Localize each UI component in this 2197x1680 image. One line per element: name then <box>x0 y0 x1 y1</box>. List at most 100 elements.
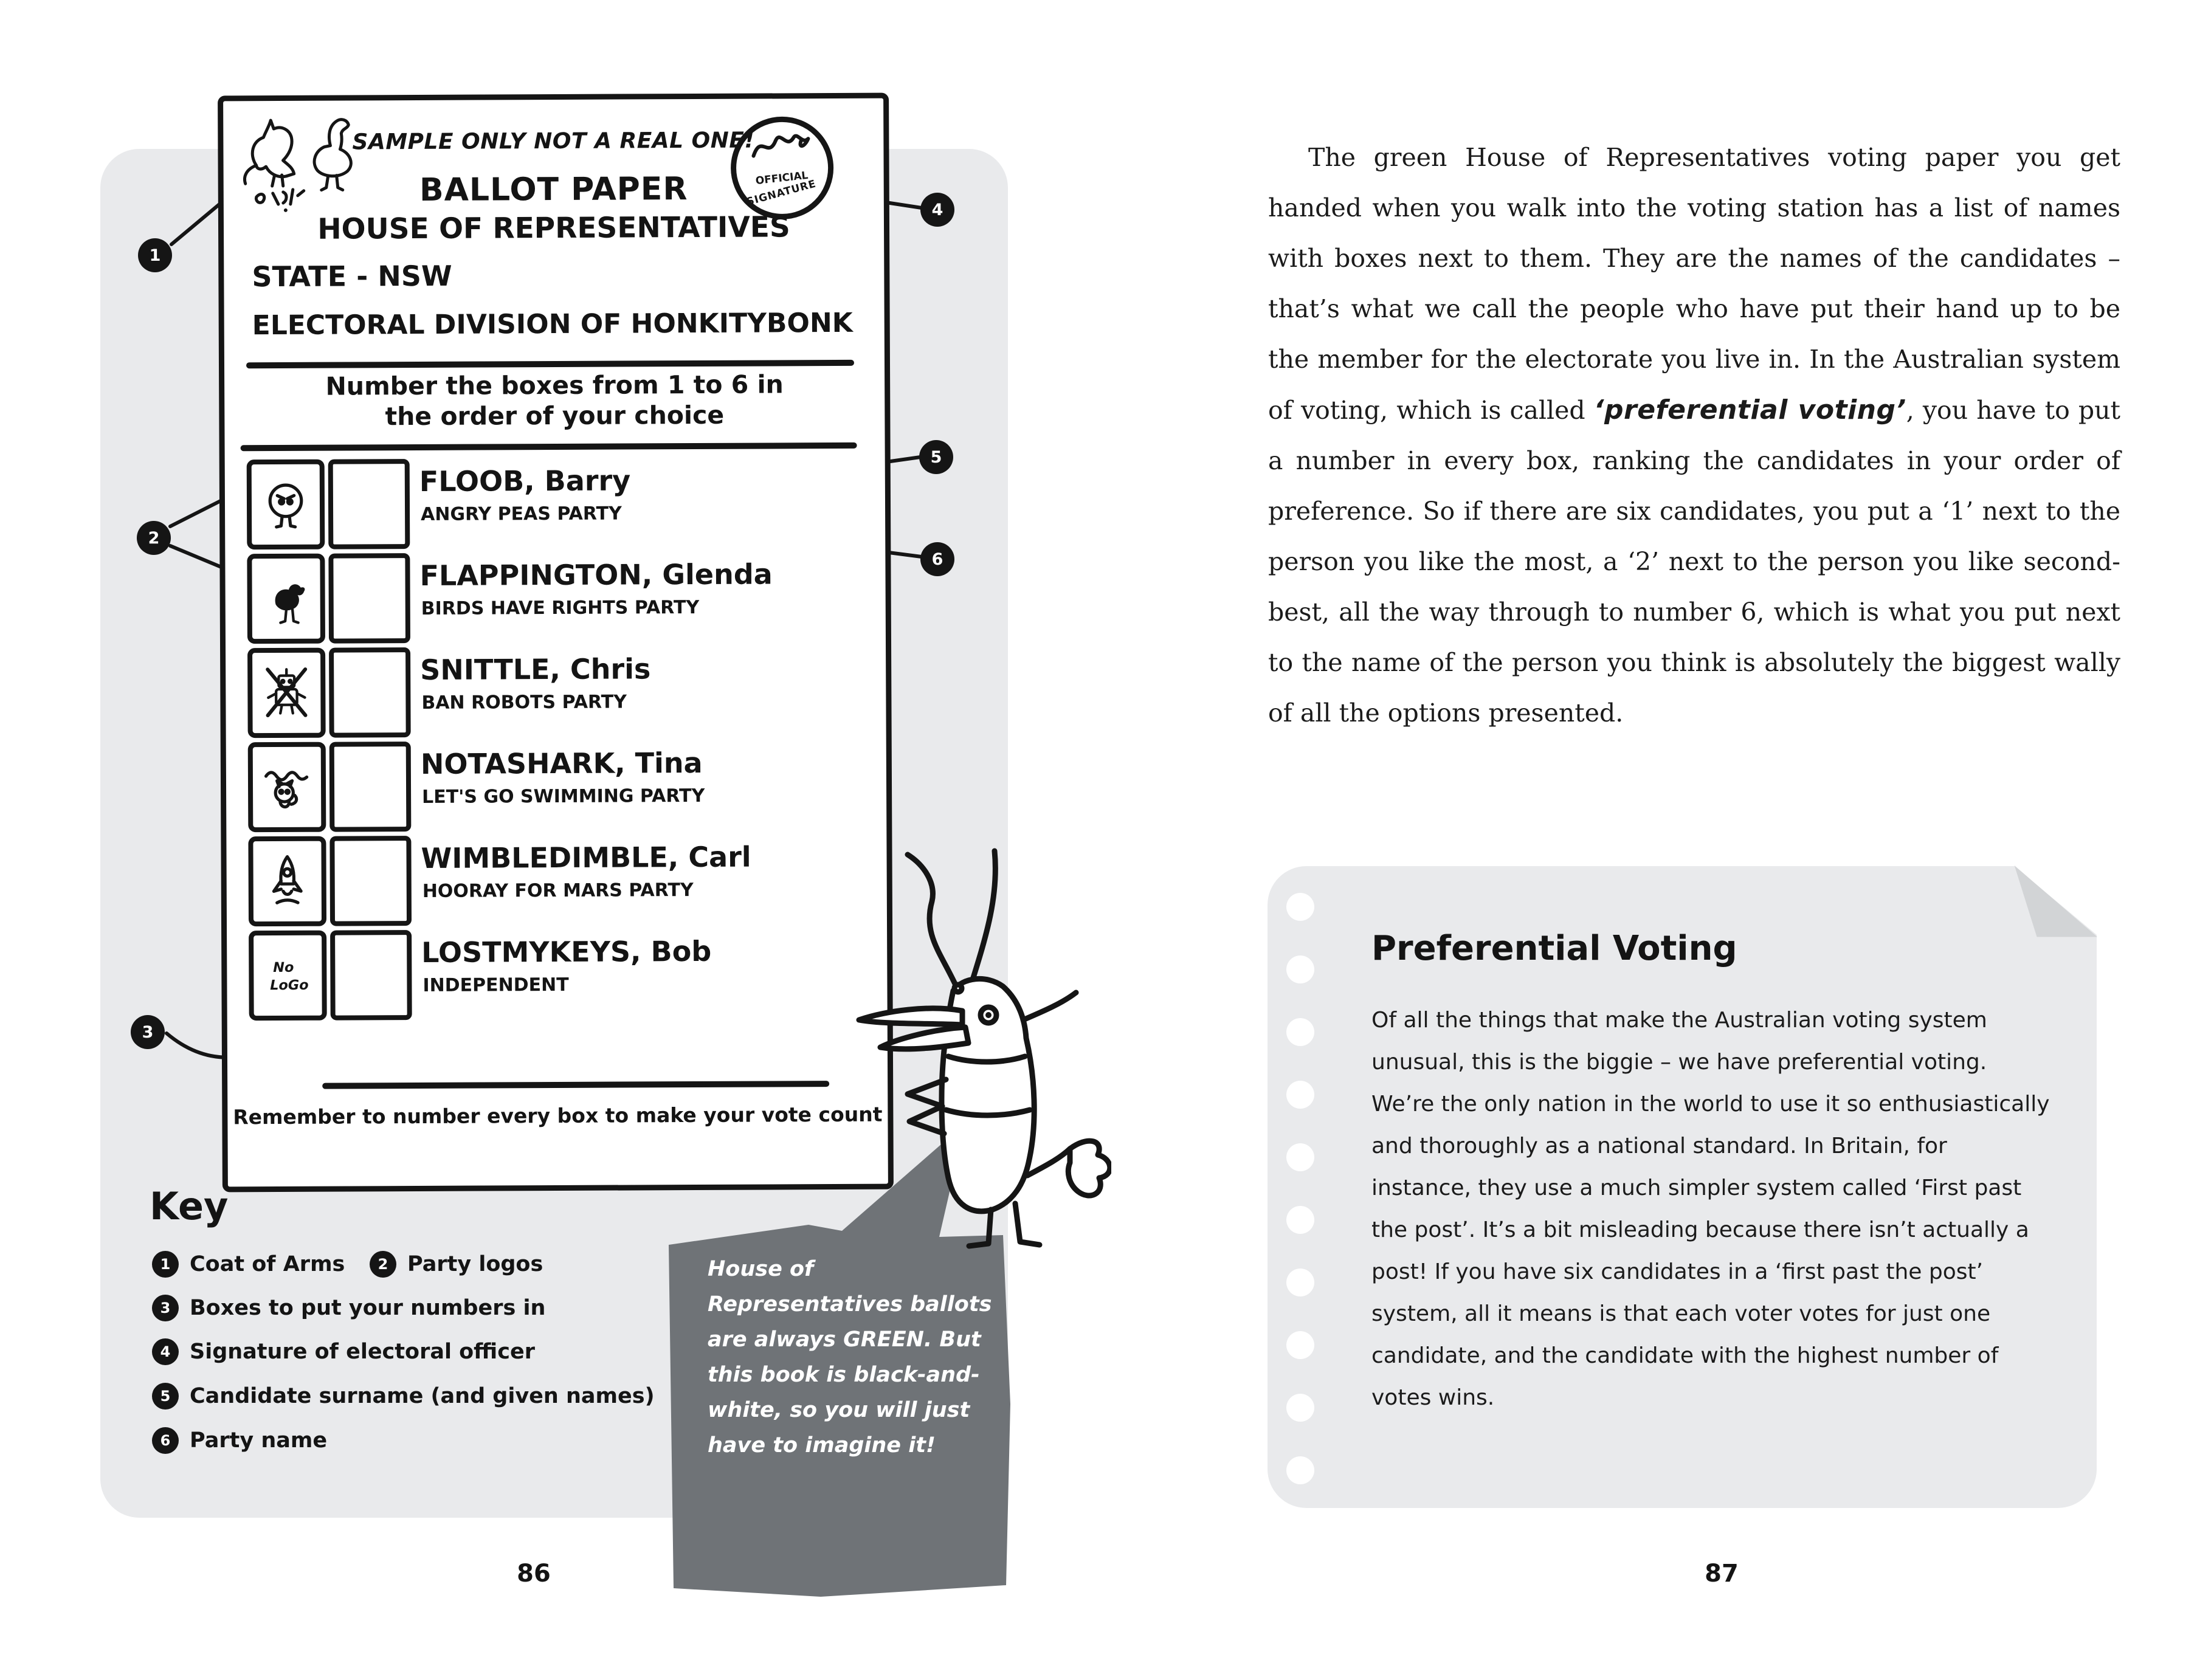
callout-4-badge: 4 <box>920 193 954 227</box>
key-number-badge: 6 <box>152 1427 179 1454</box>
binder-hole-icon <box>1286 1331 1314 1359</box>
callout-6-badge: 6 <box>920 542 954 576</box>
binder-hole-icon <box>1286 1394 1314 1422</box>
vote-number-box[interactable] <box>329 742 412 832</box>
ballot-division-line: ELECTORAL DIVISION OF HONKITYBONK <box>252 307 853 342</box>
key-item: 2 Party logos <box>370 1251 543 1278</box>
key-item: 3 Boxes to put your numbers in <box>152 1295 545 1321</box>
binder-hole-icon <box>1286 1143 1314 1171</box>
candidate-row: WIMBLEDIMBLE, Carl HOORAY FOR MARS PARTY <box>248 834 865 927</box>
binder-hole-icon <box>1286 1269 1314 1296</box>
svg-text:No: No <box>273 960 294 976</box>
speech-bubble <box>669 1123 1010 1597</box>
candidate-name: NOTASHARK, Tina <box>420 746 703 780</box>
key-item-label: Party name <box>190 1428 328 1453</box>
key-item: 6 Party name <box>152 1427 327 1454</box>
prawn-mascot-icon <box>856 848 1111 1249</box>
speech-bubble-text-line: have to imagine it! <box>708 1433 936 1458</box>
key-number-badge: 3 <box>152 1295 179 1321</box>
key-heading: Key <box>150 1184 229 1228</box>
binder-hole-icon <box>1286 1081 1314 1109</box>
key-item-label: Boxes to put your numbers in <box>190 1296 546 1320</box>
svg-text:LoGo: LoGo <box>270 977 308 993</box>
paragraph-text: The green House of Representatives votin… <box>1268 143 2120 425</box>
no-logo-icon: No LoGo <box>270 960 308 993</box>
party-name: LET'S GO SWIMMING PARTY <box>422 785 705 808</box>
callout-3-badge: 3 <box>131 1015 165 1049</box>
party-name: BIRDS HAVE RIGHTS PARTY <box>421 596 700 619</box>
vote-number-box[interactable] <box>328 553 411 644</box>
ballot-divider <box>322 1081 830 1089</box>
coat-of-arms-icon <box>243 118 353 212</box>
vote-number-box[interactable] <box>330 930 412 1021</box>
candidate-name: LOSTMYKEYS, Bob <box>421 934 712 969</box>
speech-bubble-text-line: are always GREEN. But <box>708 1327 981 1352</box>
key-item: 4 Signature of electoral officer <box>152 1338 535 1365</box>
candidate-row: SNITTLE, Chris BAN ROBOTS PARTY <box>247 645 864 738</box>
speech-bubble-text-line: Representatives ballots <box>708 1292 992 1317</box>
party-name: HOORAY FOR MARS PARTY <box>422 880 694 902</box>
key-item: 1 Coat of Arms <box>152 1251 345 1278</box>
sample-ballot-paper: SAMPLE ONLY NOT A REAL ONE! OFFICIAL SIG… <box>218 92 894 1193</box>
party-name: INDEPENDENT <box>422 974 569 996</box>
party-logo-box <box>246 459 325 550</box>
key-item-label: Candidate surname (and given names) <box>190 1384 655 1408</box>
candidate-name: WIMBLEDIMBLE, Carl <box>421 840 751 875</box>
binder-hole-icon <box>1286 1018 1314 1046</box>
callout-2-badge: 2 <box>137 521 171 555</box>
candidate-name: SNITTLE, Chris <box>420 652 651 686</box>
rocket-icon <box>272 855 303 904</box>
page-number-left: 86 <box>517 1560 551 1588</box>
paragraph-text: , you have to put a number in every box,… <box>1268 396 2121 728</box>
ballot-divider <box>240 442 857 452</box>
binder-hole-icon <box>1286 1456 1314 1484</box>
signature-scribble-icon <box>751 134 810 158</box>
key-number-badge: 4 <box>152 1338 179 1365</box>
party-name: BAN ROBOTS PARTY <box>421 691 627 714</box>
official-signature-stamp: OFFICIAL SIGNATURE <box>731 116 834 219</box>
vote-number-box[interactable] <box>329 836 412 926</box>
binder-hole-icon <box>1286 893 1314 921</box>
speech-bubble-text-line: white, so you will just <box>708 1398 970 1422</box>
bird-icon <box>275 584 305 624</box>
binder-hole-icon <box>1286 955 1314 983</box>
binder-hole-icon <box>1286 1206 1314 1234</box>
key-number-badge: 5 <box>152 1383 179 1410</box>
key-item-label: Coat of Arms <box>190 1252 345 1276</box>
ballot-instructions-line2: the order of your choice <box>385 400 725 432</box>
ballot-instructions-line1: Number the boxes from 1 to 6 in <box>325 370 784 401</box>
speech-bubble-text-line: House of <box>708 1257 814 1281</box>
page-number-right: 87 <box>1705 1560 1739 1588</box>
note-body-text: Of all the things that make the Australi… <box>1371 1008 2050 1410</box>
party-logo-box: No LoGo <box>249 930 327 1021</box>
preferential-voting-note-panel <box>1268 866 2097 1508</box>
angry-pea-icon <box>268 483 303 529</box>
party-logo-box <box>247 553 326 644</box>
callout-5-badge: 5 <box>919 440 953 474</box>
key-number-badge: 2 <box>370 1251 396 1278</box>
speech-bubble-text-line: this book is black-and- <box>708 1363 980 1387</box>
candidate-row: No LoGo LOSTMYKEYS, Bob INDEPENDENT <box>249 928 866 1021</box>
ballot-divider <box>246 359 855 369</box>
candidate-row: FLOOB, Barry ANGRY PEAS PARTY <box>246 457 864 550</box>
party-logo-box <box>248 836 327 927</box>
candidate-row: FLAPPINGTON, Glenda BIRDS HAVE RIGHTS PA… <box>247 551 864 644</box>
key-number-badge: 1 <box>152 1251 179 1278</box>
callout-1-badge: 1 <box>138 238 172 272</box>
main-paragraph: The green House of Representatives votin… <box>1268 133 2120 738</box>
candidate-name: FLOOB, Barry <box>419 464 631 498</box>
ballot-title: BALLOT PAPER <box>419 171 688 208</box>
vote-number-box[interactable] <box>329 647 411 738</box>
ballot-subtitle: HOUSE OF REPRESENTATIVES <box>317 210 790 246</box>
party-logo-box <box>247 647 326 738</box>
note-title: Preferential Voting <box>1371 929 1737 968</box>
candidate-name: FLAPPINGTON, Glenda <box>419 557 773 592</box>
party-name: ANGRY PEAS PARTY <box>421 503 622 525</box>
party-logo-box <box>247 742 326 833</box>
vote-number-box[interactable] <box>328 459 410 549</box>
preferential-voting-emphasis: ‘preferential voting’ <box>1593 394 1906 425</box>
candidate-row: NOTASHARK, Tina LET'S GO SWIMMING PARTY <box>247 740 865 833</box>
key-item-label: Signature of electoral officer <box>190 1340 535 1364</box>
banned-robot-icon <box>266 667 308 718</box>
